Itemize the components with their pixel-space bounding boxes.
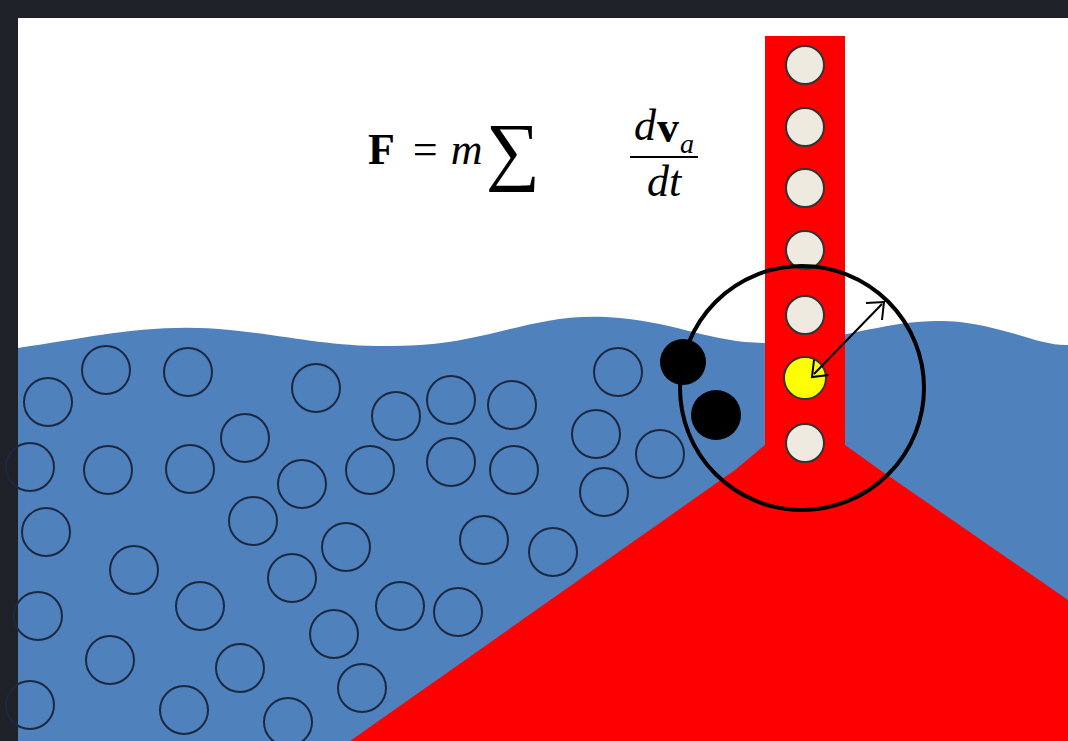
radius-arrow bbox=[812, 302, 884, 377]
equation-text: d bbox=[634, 104, 656, 148]
frame-left bbox=[0, 0, 18, 741]
subscript-index: a bbox=[680, 130, 694, 158]
sum-symbol: ∑ bbox=[486, 112, 540, 188]
neighbor-particle bbox=[691, 390, 741, 440]
probe-tip bbox=[350, 36, 1068, 741]
probe-particles bbox=[784, 46, 826, 462]
velocity-symbol: v bbox=[657, 106, 679, 150]
frame-top bbox=[0, 0, 1068, 18]
fraction-bar bbox=[630, 156, 698, 158]
force-symbol: F bbox=[368, 128, 395, 172]
cutoff-circle bbox=[680, 266, 924, 510]
equation-text: dt bbox=[647, 160, 681, 204]
equation-text: = m bbox=[410, 128, 482, 172]
